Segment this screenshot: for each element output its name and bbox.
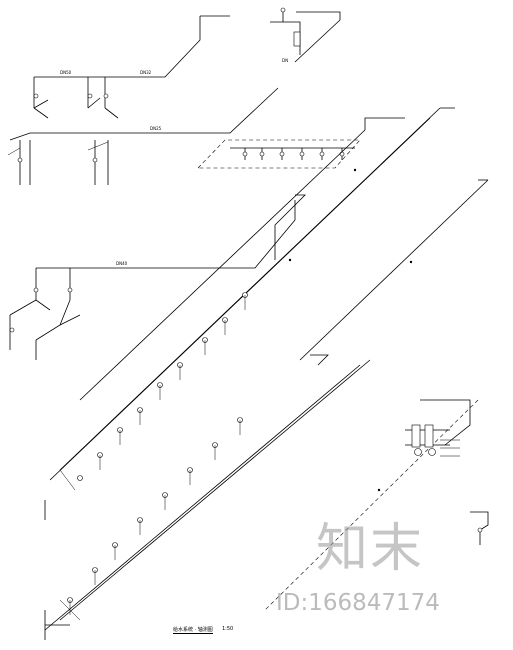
top-center-unit: DN	[270, 7, 341, 63]
mid-left-riser-group: DN40	[9, 200, 296, 360]
watermark-brand: 知末	[316, 519, 425, 579]
svg-text:DN25: DN25	[150, 126, 162, 131]
right-equipment-cluster	[405, 399, 471, 457]
diagram-title: 给水系统 · 轴测图	[173, 627, 213, 634]
watermark-id: ID:166847174	[276, 590, 440, 616]
svg-text:DN40: DN40	[116, 261, 128, 266]
main-diagonal-trunks	[44, 107, 489, 631]
svg-text:DN: DN	[282, 58, 288, 63]
dashed-fixture-zone	[197, 139, 361, 169]
bottom-right-detail	[470, 511, 489, 545]
fixture-symbols	[44, 168, 413, 640]
svg-text:DN50: DN50	[60, 70, 72, 75]
top-left-riser-group: DN50 DN32 DN25	[7, 15, 279, 185]
diagram-scale: 1:50	[222, 626, 234, 632]
svg-text:DN32: DN32	[140, 70, 152, 75]
